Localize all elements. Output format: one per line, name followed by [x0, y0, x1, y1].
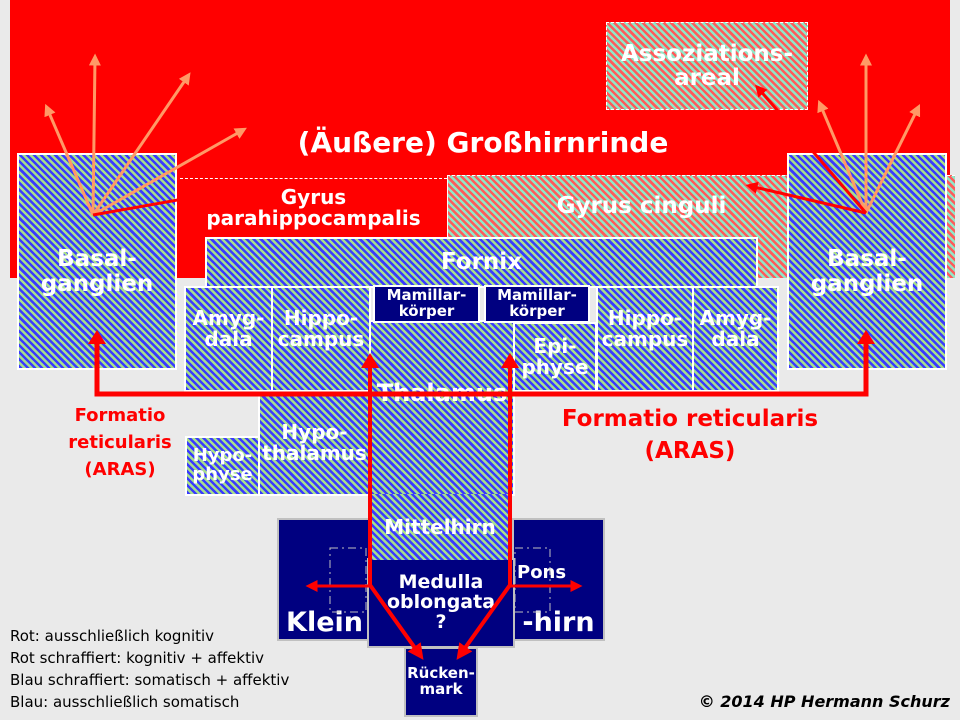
hirn-label: -hirn	[522, 606, 595, 638]
gyrus-parahippocampalis: Gyrus parahippocampalis	[180, 178, 447, 236]
ascending-arrowheads	[361, 353, 519, 368]
epiphyse: Epi- physe	[513, 322, 597, 392]
arrow-right-3	[864, 103, 921, 214]
hippocampus-left: Hippo- campus	[271, 286, 371, 392]
formatio-reticularis-right: Formatio reticularis (ARAS)	[561, 406, 819, 464]
copyright: © 2014 HP Hermann Schurz	[698, 692, 950, 711]
mamillarkoerper-left: Mamillar- körper	[373, 285, 480, 323]
dashed-box-right	[514, 547, 551, 613]
klein-label: Klein	[286, 606, 363, 638]
medulla-oblongata: Medulla oblongata ?	[367, 558, 515, 648]
arrow-thalamus-left-to-rueckenmark	[368, 365, 424, 660]
arrow-right-assoziation	[755, 84, 868, 214]
arrow-left-1	[88, 53, 101, 216]
arrow-left-4	[44, 103, 95, 216]
legend-item: Blau schraffiert: somatisch + affektiv	[10, 671, 290, 689]
arrow-left-3	[92, 127, 247, 217]
hippocampus-right: Hippo- campus	[596, 286, 694, 392]
amygdala-right: Amyg- dala	[692, 286, 779, 392]
fornix: Fornix	[205, 237, 758, 288]
kleinhirn-left: Klein	[277, 518, 372, 641]
kleinhirn-right: -hirn	[512, 518, 605, 641]
assoziationsareal: Assoziations- areal	[606, 22, 808, 110]
mittelhirn: Mittelhirn	[370, 494, 510, 560]
legend: Rot: ausschließlich kognitiv Rot schraff…	[10, 625, 289, 713]
cortex-title: (Äußere) Großhirnrinde	[297, 126, 669, 159]
legend-item: Blau: ausschließlich somatisch	[10, 693, 240, 711]
aras-side-arrowheads	[88, 330, 875, 344]
arrow-left-2	[91, 72, 191, 216]
arrow-left-parahippocampalis	[92, 180, 267, 217]
formatio-reticularis-left: Formatio reticularis (ARAS)	[68, 405, 172, 480]
arrow-right-2	[817, 99, 868, 214]
pons-label: Pons	[517, 562, 567, 583]
arrow-right-cinguli	[745, 181, 867, 215]
arrow-thalamus-right-to-rueckenmark	[456, 365, 512, 660]
legend-item: Rot: ausschließlich kognitiv	[10, 627, 215, 645]
legend-item: Rot schraffiert: kognitiv + affektiv	[10, 649, 265, 667]
hypophyse: Hypo- physe	[185, 436, 260, 496]
aras-horizontal-line	[94, 340, 869, 397]
dashed-box-left	[329, 547, 367, 613]
hypothalamus: Hypo- thalamus	[258, 390, 371, 496]
